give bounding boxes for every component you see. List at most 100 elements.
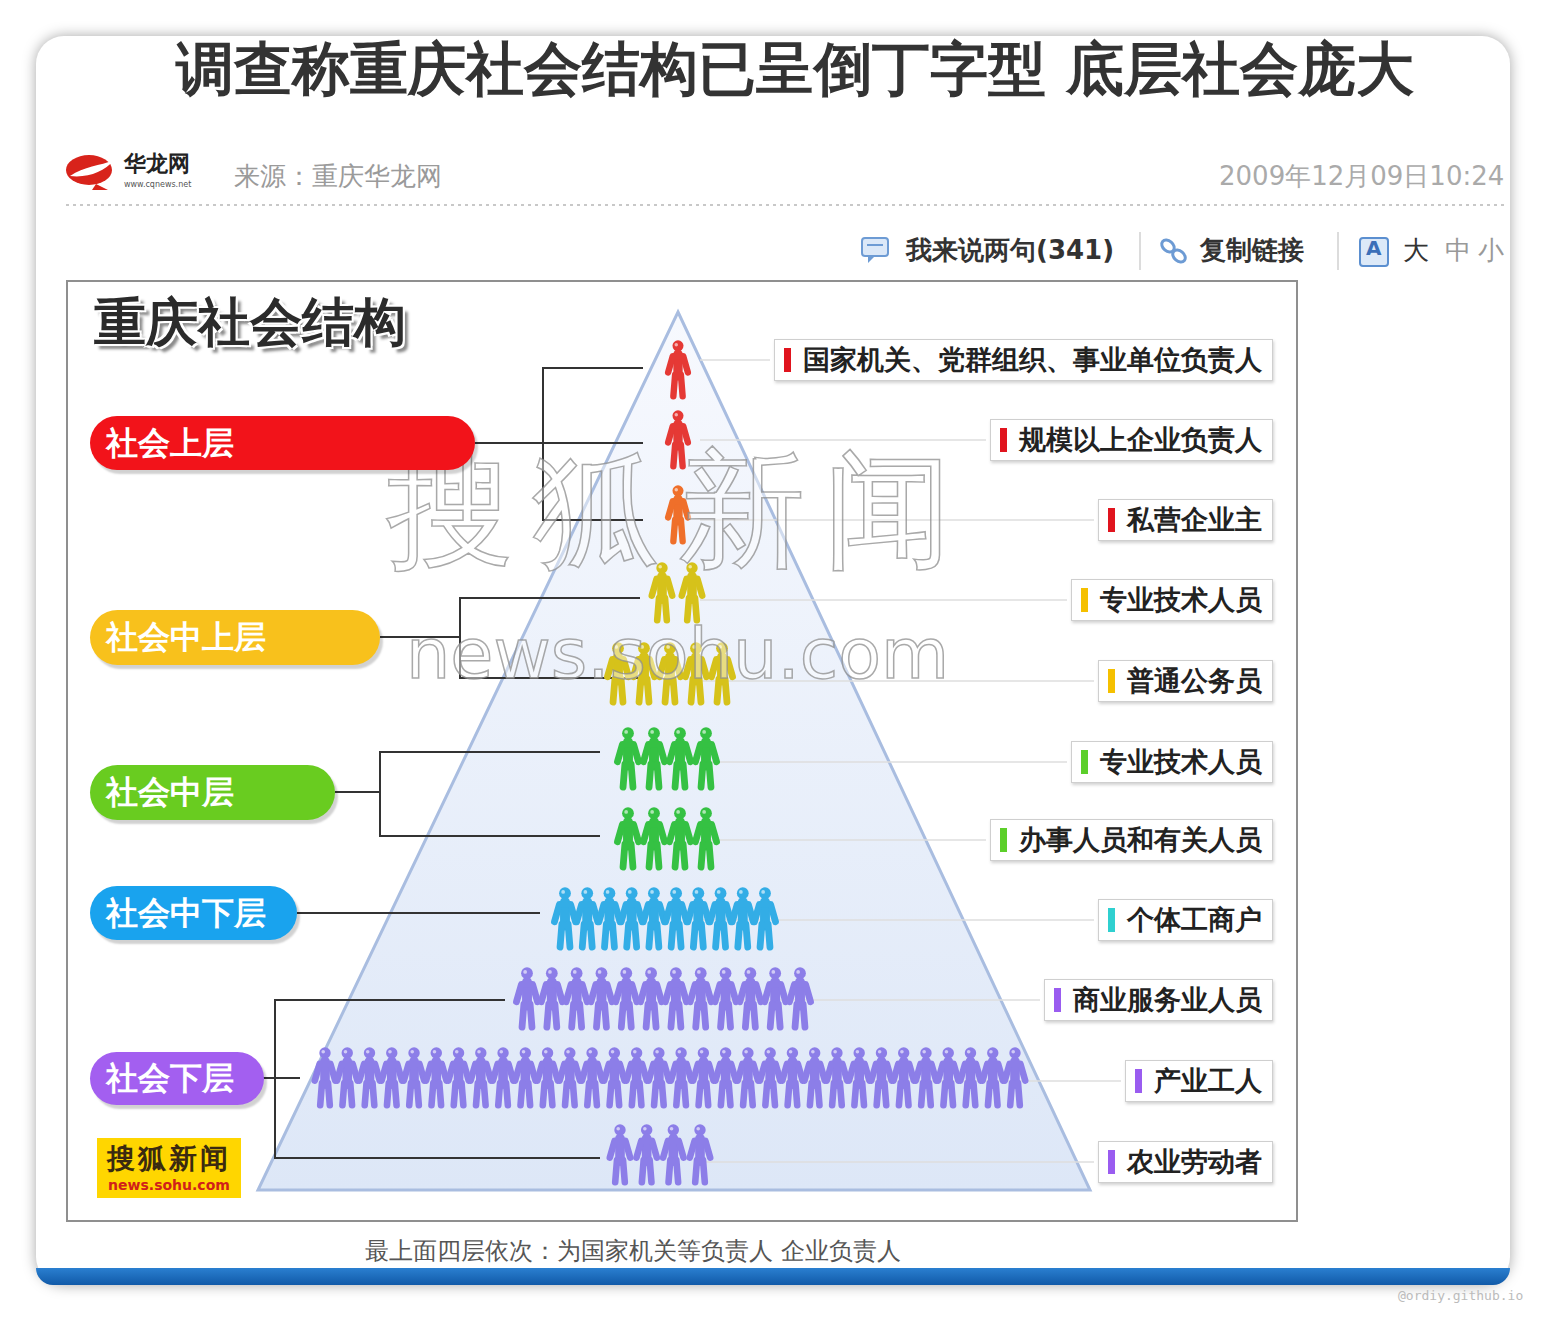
node-text: 农业劳动者 [1127, 1142, 1262, 1182]
person-figure [448, 1047, 468, 1105]
font-icon-letter: A [1366, 236, 1381, 261]
node-text: 专业技术人员 [1100, 742, 1262, 782]
person-figure [690, 967, 711, 1027]
color-bar [1000, 428, 1007, 452]
person-figure [626, 1047, 646, 1105]
color-bar [1054, 988, 1061, 1012]
person-figure [617, 727, 638, 787]
font-size-option: 小 [1478, 234, 1504, 267]
logo-name: 华龙网 [124, 150, 190, 178]
logo-url: www.cqnews.net [124, 180, 191, 190]
person-figure [695, 807, 716, 867]
color-bar [1000, 828, 1007, 852]
diagram-frame: 重庆社会结构社会上层社会中上层社会中层社会中下层社会下层 国家机关、党群组织、事业… [66, 280, 1298, 1222]
person-figure [732, 887, 753, 947]
leader-line [700, 839, 986, 841]
person-figure [849, 1047, 869, 1105]
person-figure [983, 1047, 1003, 1105]
person-figure [665, 967, 686, 1027]
comment-icon [862, 238, 888, 263]
person-figure [566, 967, 587, 1027]
person-figure [669, 727, 690, 787]
person-figure [649, 1047, 669, 1105]
occupation-tag: 商业服务业人员 [1044, 979, 1273, 1021]
person-figure [663, 1124, 683, 1182]
leader-line [700, 1161, 1094, 1163]
person-figure [740, 967, 761, 1027]
node-text: 社会中下层 [90, 886, 266, 940]
person-figure [560, 1047, 580, 1105]
toolbar-separator [1139, 232, 1141, 270]
node-subtext: news.sohu.com [107, 1176, 231, 1194]
color-bar [784, 348, 791, 372]
person-figure [541, 967, 562, 1027]
occupation-tag: 个体工商户 [1098, 899, 1273, 941]
node-text: 社会上层 [90, 416, 234, 470]
person-figure [315, 1047, 335, 1105]
color-bar [1135, 1069, 1142, 1093]
person-figure [695, 727, 716, 787]
node-text: 办事人员和有关人员 [1019, 820, 1262, 860]
person-figure [782, 1047, 802, 1105]
person-figure [827, 1047, 847, 1105]
date-text: 2009年12月09日10:24 [1219, 160, 1504, 193]
person-figure [765, 967, 786, 1027]
person-figure [789, 967, 810, 1027]
page-title: 调查称重庆社会结构已呈倒丁字型 底层社会庞大 [176, 34, 1414, 104]
leader-line [700, 919, 1094, 921]
person-figure [426, 1047, 446, 1105]
class-pill: 社会中层 [90, 765, 335, 820]
person-figure [669, 807, 690, 867]
node-text: 社会下层 [90, 1052, 234, 1105]
class-pill: 社会下层 [90, 1052, 264, 1105]
toolbar-separator [1337, 232, 1339, 270]
person-figure [471, 1047, 491, 1105]
person-figure [690, 1124, 710, 1182]
node-text: 商业服务业人员 [1073, 980, 1262, 1020]
person-figure [617, 807, 638, 867]
person-figure [715, 967, 736, 1027]
person-figure [760, 1047, 780, 1105]
caption-text: 最上面四层依次：为国家机关等负责人 企业负责人 [365, 1236, 901, 1266]
person-figure [688, 887, 709, 947]
person-figure [715, 1047, 735, 1105]
person-figure [641, 967, 662, 1027]
watermark-text: 搜狐新闻 [386, 430, 970, 590]
node-text: 重庆社会结构 [94, 290, 406, 354]
person-figure [591, 967, 612, 1027]
person-figure [643, 807, 664, 867]
color-bar [1108, 1150, 1115, 1174]
person-figure [666, 887, 687, 947]
node-text: 国家机关、党群组织、事业单位负责人 [803, 340, 1262, 380]
node-text: 规模以上企业负责人 [1019, 420, 1262, 460]
person-figure [643, 887, 664, 947]
person-figure [616, 967, 637, 1027]
watermark-url: news.sohu.com [406, 610, 949, 698]
person-figure [610, 1124, 630, 1182]
leader-line [700, 359, 770, 361]
font-size-option: 中 [1445, 234, 1471, 267]
node-text: 社会中上层 [90, 610, 266, 665]
class-pill: 社会中上层 [90, 610, 380, 665]
color-bar [1081, 750, 1088, 774]
node-text: 普通公务员 [1127, 661, 1262, 701]
comment-link: 我来说两句(341) [906, 234, 1114, 267]
occupation-tag: 国家机关、党群组织、事业单位负责人 [774, 339, 1273, 381]
hualong-logo-icon [66, 155, 114, 190]
person-figure [754, 887, 775, 947]
occupation-tag: 私营企业主 [1098, 499, 1273, 541]
source-text: 来源：重庆华龙网 [234, 160, 442, 193]
person-figure [710, 887, 731, 947]
occupation-tag: 办事人员和有关人员 [990, 819, 1273, 861]
person-figure [404, 1047, 424, 1105]
person-figure [938, 1047, 958, 1105]
person-figure [668, 340, 688, 396]
node-text: 个体工商户 [1127, 900, 1262, 940]
person-figure [671, 1047, 691, 1105]
node-text: 产业工人 [1154, 1061, 1262, 1101]
occupation-tag: 专业技术人员 [1071, 579, 1273, 621]
person-figure [894, 1047, 914, 1105]
person-figure [582, 1047, 602, 1105]
color-bar [1081, 588, 1088, 612]
